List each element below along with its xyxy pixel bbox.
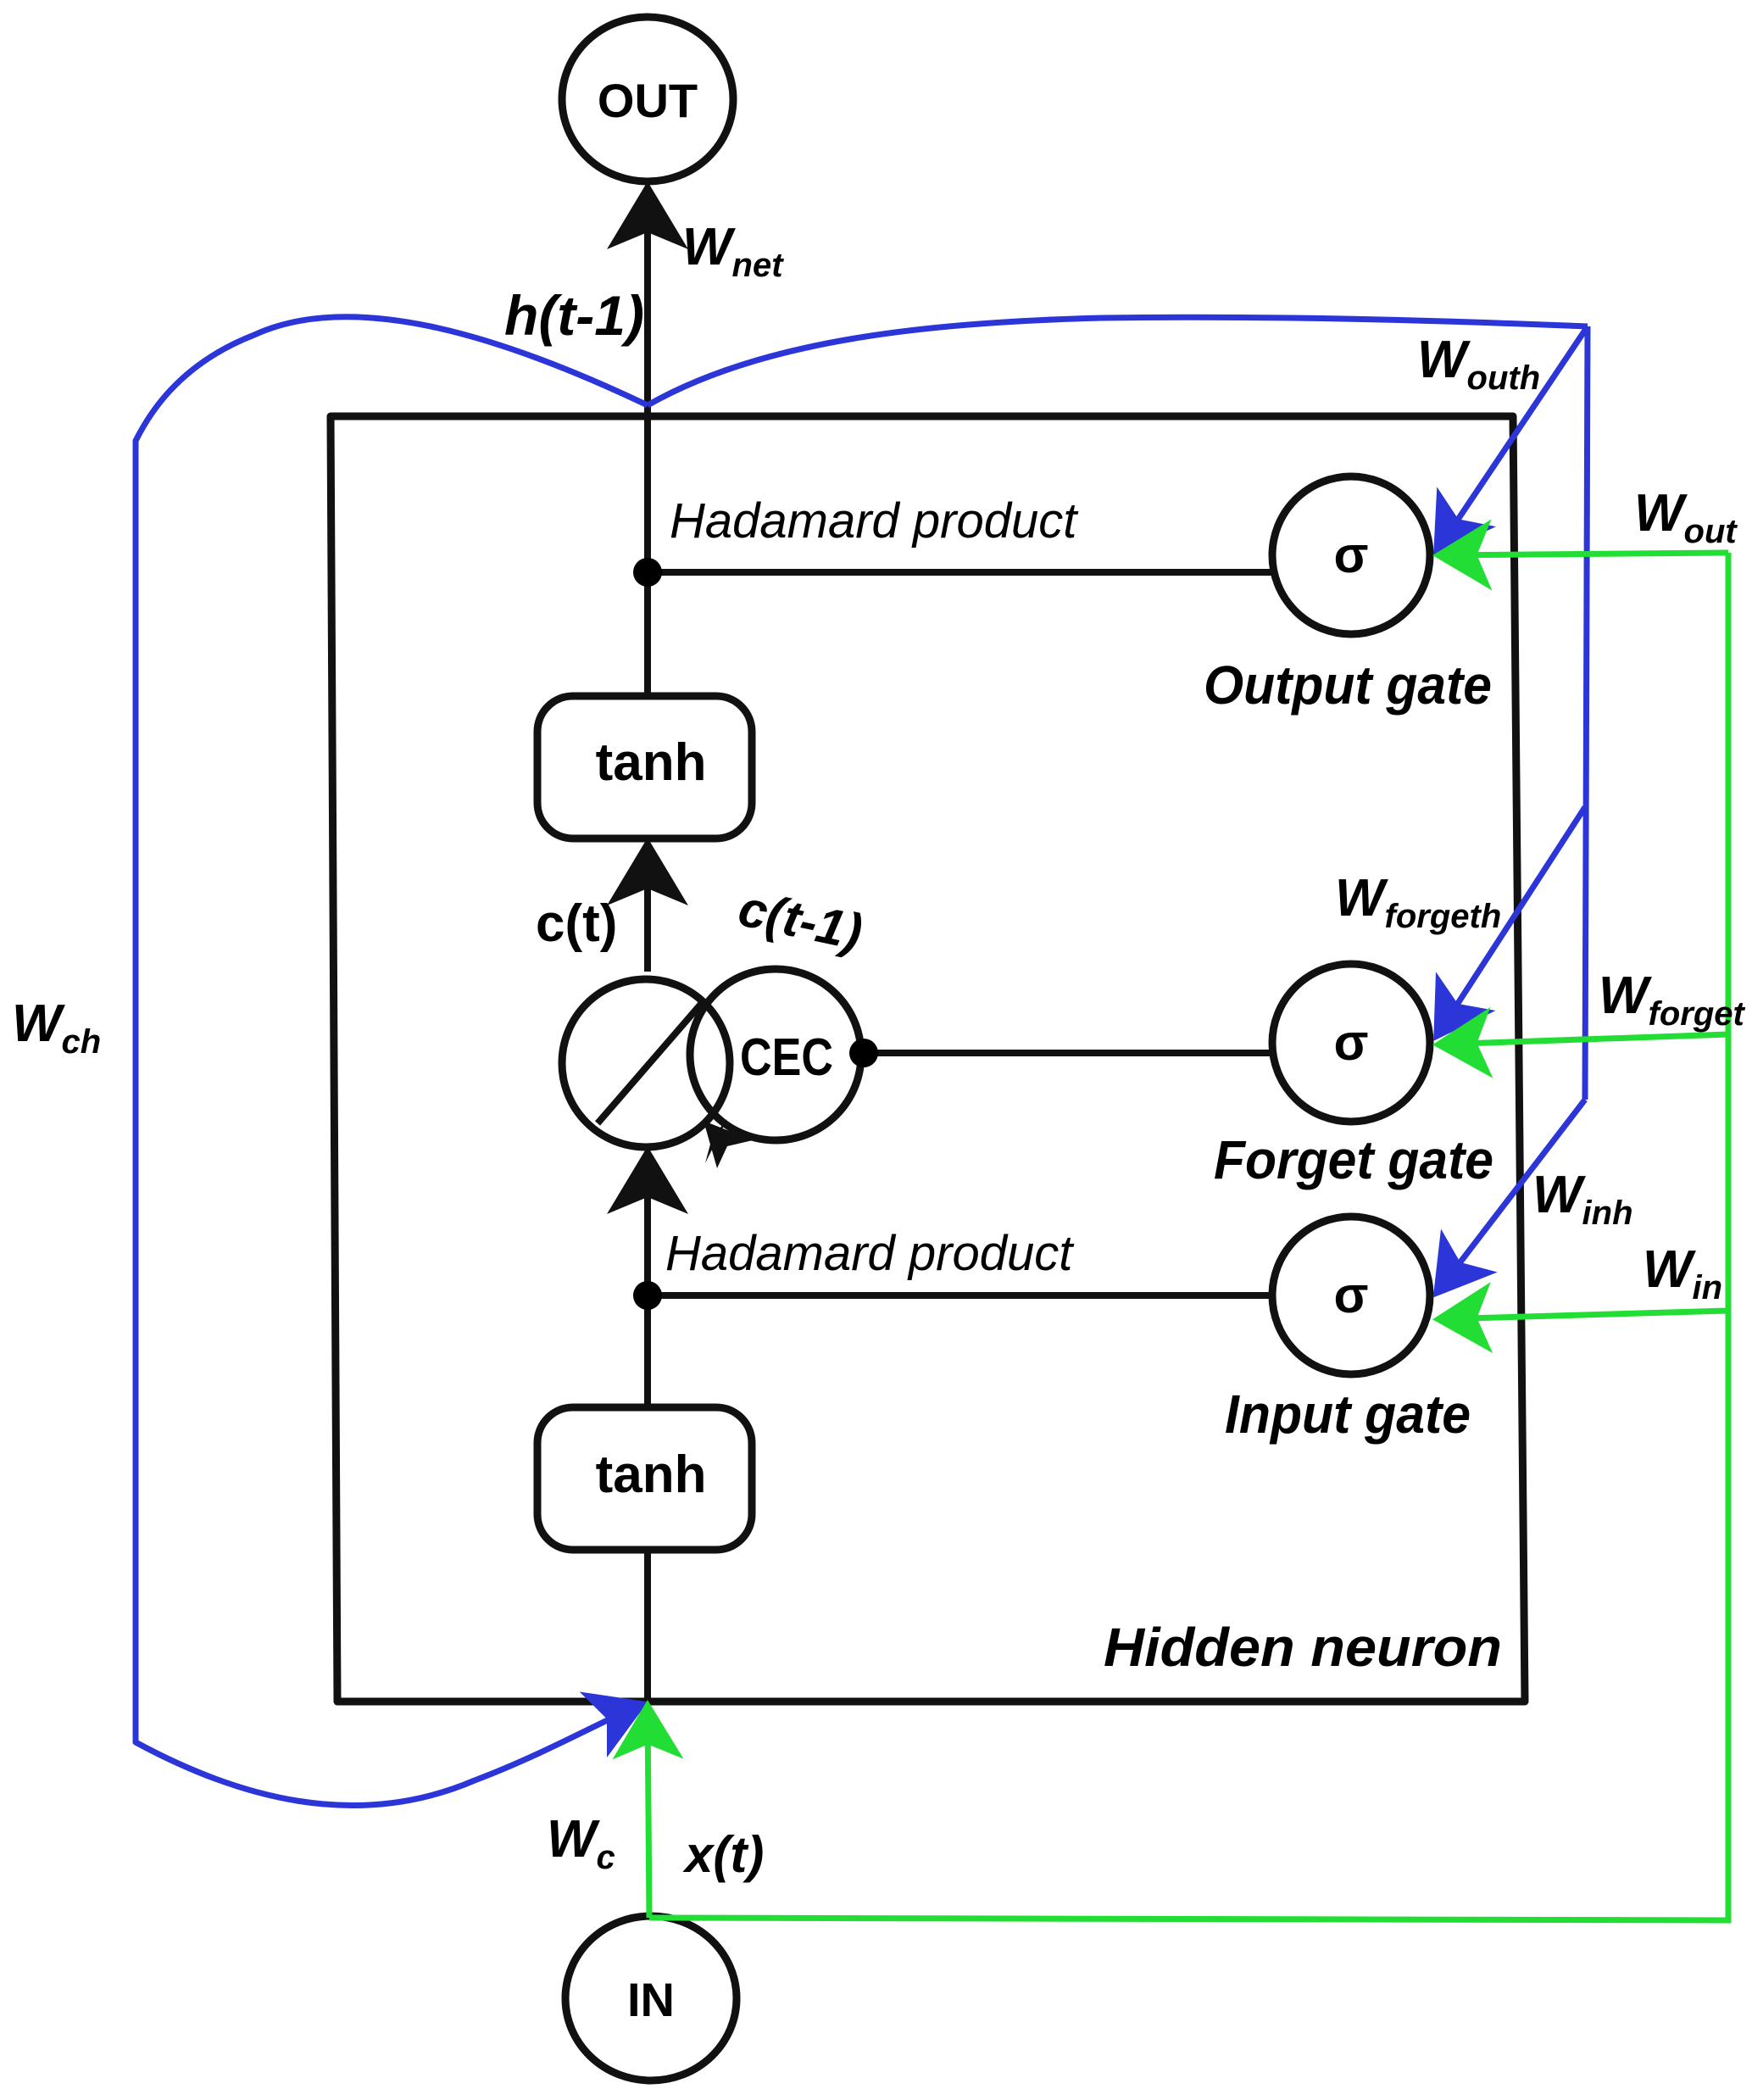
x-t-label: x(t) xyxy=(682,1826,764,1883)
input-gate-node xyxy=(1268,1212,1434,1379)
recurrent-right-vertical xyxy=(1582,326,1591,1100)
output-gate-label: Output gate xyxy=(1204,655,1492,716)
recurrent-left-loop xyxy=(132,314,649,1808)
cec-multiplier-slash xyxy=(594,1000,705,1126)
w-in-label: Win xyxy=(1643,1240,1722,1306)
forget-gate-symbol: σ xyxy=(1333,1014,1368,1071)
input-connections xyxy=(612,519,1732,1924)
hidden-neuron-label: Hidden neuron xyxy=(1104,1617,1502,1678)
recurrent-top-right xyxy=(646,314,1588,409)
w-out-label: Wout xyxy=(1634,484,1738,550)
recurrent-connections xyxy=(132,314,1591,1808)
in-label: IN xyxy=(627,1973,675,2026)
w-in-edge xyxy=(1432,1282,1729,1354)
w-forget-edge xyxy=(1432,1006,1729,1078)
h-prev-label: h(t-1) xyxy=(504,284,644,347)
tanh-lower-label: tanh xyxy=(596,1445,707,1504)
out-node xyxy=(558,13,737,186)
w-out-edge xyxy=(1432,519,1729,591)
forget-gate-label: Forget gate xyxy=(1214,1129,1493,1190)
forget-gate-node xyxy=(1268,960,1434,1126)
hadamard-upper-dot xyxy=(633,558,662,587)
cec-loop-arrow-icon xyxy=(704,1119,753,1168)
tanh-lower-box xyxy=(533,1403,756,1554)
cec-multiplier-circle xyxy=(558,975,734,1151)
w-outh-edge xyxy=(1433,325,1590,556)
c-prev-label: c(t-1) xyxy=(734,879,867,961)
input-gate-symbol: σ xyxy=(1333,1267,1368,1323)
output-gate-symbol: σ xyxy=(1333,526,1368,583)
weight-labels: Wnet Wouth Wout Wforgeth Wforget Winh Wi… xyxy=(12,218,1746,1876)
w-outh-label: Wouth xyxy=(1417,331,1540,397)
hadamard-upper-label: Hadamard product xyxy=(670,493,1079,549)
input-gate-label: Input gate xyxy=(1225,1384,1471,1445)
hadamard-lower-dot xyxy=(633,1281,662,1310)
cec-dot xyxy=(849,1039,878,1067)
input-bus xyxy=(648,553,1732,1924)
tanh-upper-box xyxy=(533,692,756,843)
hidden-neuron-box xyxy=(326,412,1529,1706)
out-label: OUT xyxy=(598,74,698,127)
w-forgeth-edge xyxy=(1433,805,1588,1041)
w-net-label: Wnet xyxy=(682,218,784,284)
w-ch-label: Wch xyxy=(12,994,101,1061)
hadamard-lower-label: Hadamard product xyxy=(665,1226,1075,1281)
output-gate-node xyxy=(1268,472,1434,638)
w-forgeth-label: Wforgeth xyxy=(1335,869,1501,935)
w-c-label: Wc xyxy=(547,1810,615,1876)
tanh-upper-label: tanh xyxy=(596,733,707,792)
w-inh-edge xyxy=(1432,1097,1588,1298)
w-inh-label: Winh xyxy=(1532,1166,1633,1232)
c-t-label: c(t) xyxy=(536,894,617,953)
x-t-edge xyxy=(612,1700,684,1919)
w-forget-label: Wforget xyxy=(1599,966,1746,1033)
cec-label: CEC xyxy=(740,1028,833,1087)
